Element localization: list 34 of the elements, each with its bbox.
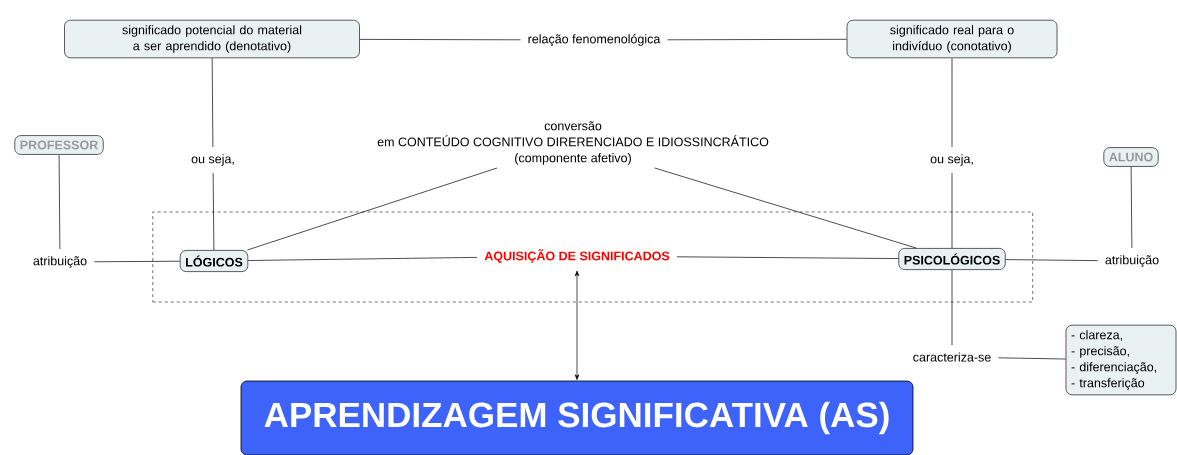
dashed-frame [152, 211, 1034, 303]
concept-box: PSICOLÓGICOS [898, 248, 1006, 270]
linking-phrase: atribuição [1105, 255, 1159, 267]
connector-line [998, 357, 1066, 360]
connector-line [1130, 166, 1133, 249]
connector-line [359, 39, 521, 41]
concept-box: ALUNO [1103, 147, 1159, 167]
linking-phrase: relação fenomenológica [528, 34, 661, 46]
concept-box: significado real para o indivíduo (conotativo) [846, 19, 1058, 59]
linking-phrase: atribuição [33, 256, 87, 268]
connector-line [247, 257, 478, 261]
linking-phrase: ou seja, [930, 154, 973, 166]
connector-line [654, 167, 917, 249]
connector-line [247, 167, 498, 251]
linking-phrase: conversão em CONTEÚDO COGNITIVO DIRERENCIADO E IDIOSSINCRÁTICO (componente afetivo) [377, 121, 769, 165]
connector-line [951, 57, 953, 148]
connector-line [212, 172, 215, 251]
linking-phrase: AQUISIÇÃO DE SIGNIFICADOS [484, 249, 670, 263]
connector-line [667, 38, 847, 41]
linking-phrase: ou seja, [191, 154, 234, 166]
connector-line [951, 269, 953, 346]
double-arrow [574, 270, 580, 380]
title-box: APRENDIZAGEM SIGNIFICATIVA (AS) [240, 380, 914, 455]
concept-box: - clareza, - precisão, - diferenciação, - transferição [1065, 324, 1177, 396]
connector-line [1005, 259, 1099, 261]
concept-box: LÓGICOS [179, 250, 249, 272]
connector-line [951, 172, 953, 249]
concept-box: PROFESSOR [14, 135, 104, 155]
connector-line [211, 57, 214, 148]
connector-line [58, 154, 61, 250]
linking-phrase: caracteriza-se [913, 352, 991, 362]
connector-line [93, 260, 181, 263]
concept-box: significado potencial do material a ser aprendido (denotativo) [64, 19, 360, 59]
connector-line [676, 256, 899, 259]
